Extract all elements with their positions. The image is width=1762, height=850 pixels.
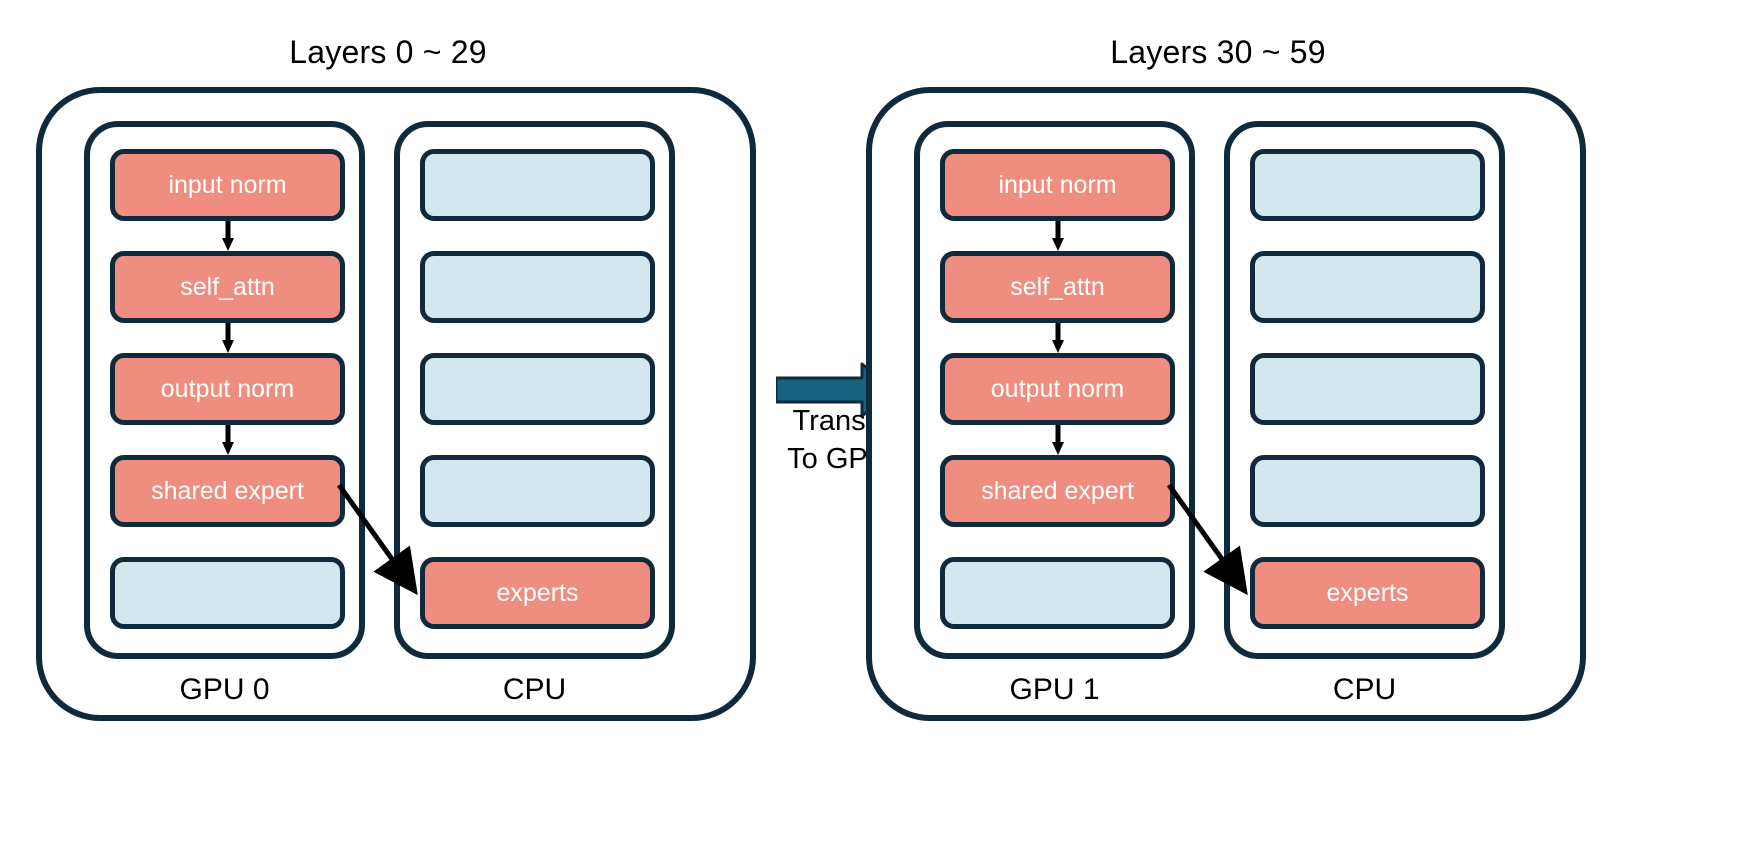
flow-arrow-down-icon [222, 221, 234, 251]
block-expert-slot[interactable] [1250, 455, 1485, 527]
block-expert-slot[interactable] [1250, 149, 1485, 221]
flow-arrow-down-icon [1052, 323, 1064, 353]
cpu-panel-label-right: CPU [1332, 673, 1397, 706]
gpu-panel-label-left: GPU 0 [179, 673, 270, 706]
block-shared-expert[interactable]: shared expert [940, 455, 1175, 527]
block-expert-slot[interactable] [420, 251, 655, 323]
cpu-panel-left: experts [394, 121, 675, 659]
gpu-panel-label-right: GPU 1 [1009, 673, 1100, 706]
block-empty-slot[interactable] [940, 557, 1175, 629]
flow-arrow-down-icon [1052, 221, 1064, 251]
group-gpu1: Layers 30 ~ 59 input norm self_attn outp… [848, 0, 1588, 850]
group-title-right: Layers 30 ~ 59 [1110, 34, 1326, 70]
block-experts[interactable]: experts [420, 557, 655, 629]
flow-arrow-down-icon [222, 323, 234, 353]
block-empty-slot[interactable] [110, 557, 345, 629]
gpu-panel-right: input norm self_attn output norm shared … [914, 121, 1195, 659]
block-expert-slot[interactable] [420, 149, 655, 221]
group-title-left: Layers 0 ~ 29 [289, 34, 487, 70]
block-input-norm[interactable]: input norm [940, 149, 1175, 221]
gpu-panel-left: input norm self_attn output norm shared … [84, 121, 365, 659]
block-input-norm[interactable]: input norm [110, 149, 345, 221]
group-gpu0: Layers 0 ~ 29 input norm self_attn outpu… [18, 0, 758, 850]
cpu-panel-right: experts [1224, 121, 1505, 659]
block-experts[interactable]: experts [1250, 557, 1485, 629]
block-self-attn[interactable]: self_attn [940, 251, 1175, 323]
block-expert-slot[interactable] [420, 353, 655, 425]
flow-arrow-down-icon [1052, 425, 1064, 455]
flow-arrow-down-icon [222, 425, 234, 455]
cpu-panel-label-left: CPU [502, 673, 567, 706]
block-expert-slot[interactable] [1250, 251, 1485, 323]
device-container-right: input norm self_attn output norm shared … [866, 87, 1586, 721]
block-shared-expert[interactable]: shared expert [110, 455, 345, 527]
block-expert-slot[interactable] [420, 455, 655, 527]
device-container-left: input norm self_attn output norm shared … [36, 87, 756, 721]
block-output-norm[interactable]: output norm [940, 353, 1175, 425]
block-self-attn[interactable]: self_attn [110, 251, 345, 323]
block-expert-slot[interactable] [1250, 353, 1485, 425]
block-output-norm[interactable]: output norm [110, 353, 345, 425]
